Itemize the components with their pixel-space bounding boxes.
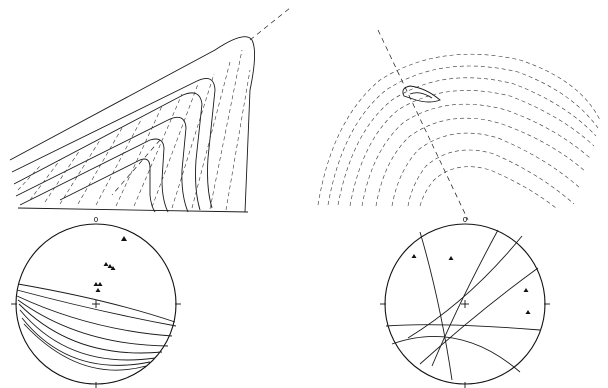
right-layer-4 (350, 90, 594, 206)
right-hinge-inner (410, 93, 432, 98)
right-great-circles (386, 230, 540, 380)
left-axial-trace-lower (112, 140, 160, 195)
right-layer-9 (420, 167, 556, 208)
right-hinge-closure (403, 86, 440, 102)
left-layer-3 (16, 117, 188, 212)
left-axial-trace (250, 8, 290, 40)
right-layer-8 (408, 150, 574, 206)
right-layer-7 (392, 133, 580, 206)
left-stereonet: 0 (11, 216, 181, 388)
right-layer-1 (318, 54, 600, 205)
right-fold-sketch (318, 30, 600, 220)
left-poles (94, 236, 128, 292)
right-poles (412, 254, 531, 314)
right-layer-3 (338, 78, 596, 205)
right-north-marker: 0 (463, 216, 467, 224)
left-outer-layer (10, 37, 255, 212)
left-cleavage-dashes (18, 50, 250, 210)
right-layer-2 (328, 66, 598, 205)
left-great-circles (17, 284, 176, 370)
right-stereonet: 0 (380, 216, 550, 388)
right-axial-trace (378, 30, 468, 220)
left-layer-2b (14, 93, 202, 210)
left-base-line (18, 208, 248, 212)
left-fold-sketch (10, 8, 290, 212)
right-layer-5 (362, 104, 590, 206)
right-layer-6 (376, 118, 586, 206)
left-north-marker: 0 (94, 216, 98, 224)
